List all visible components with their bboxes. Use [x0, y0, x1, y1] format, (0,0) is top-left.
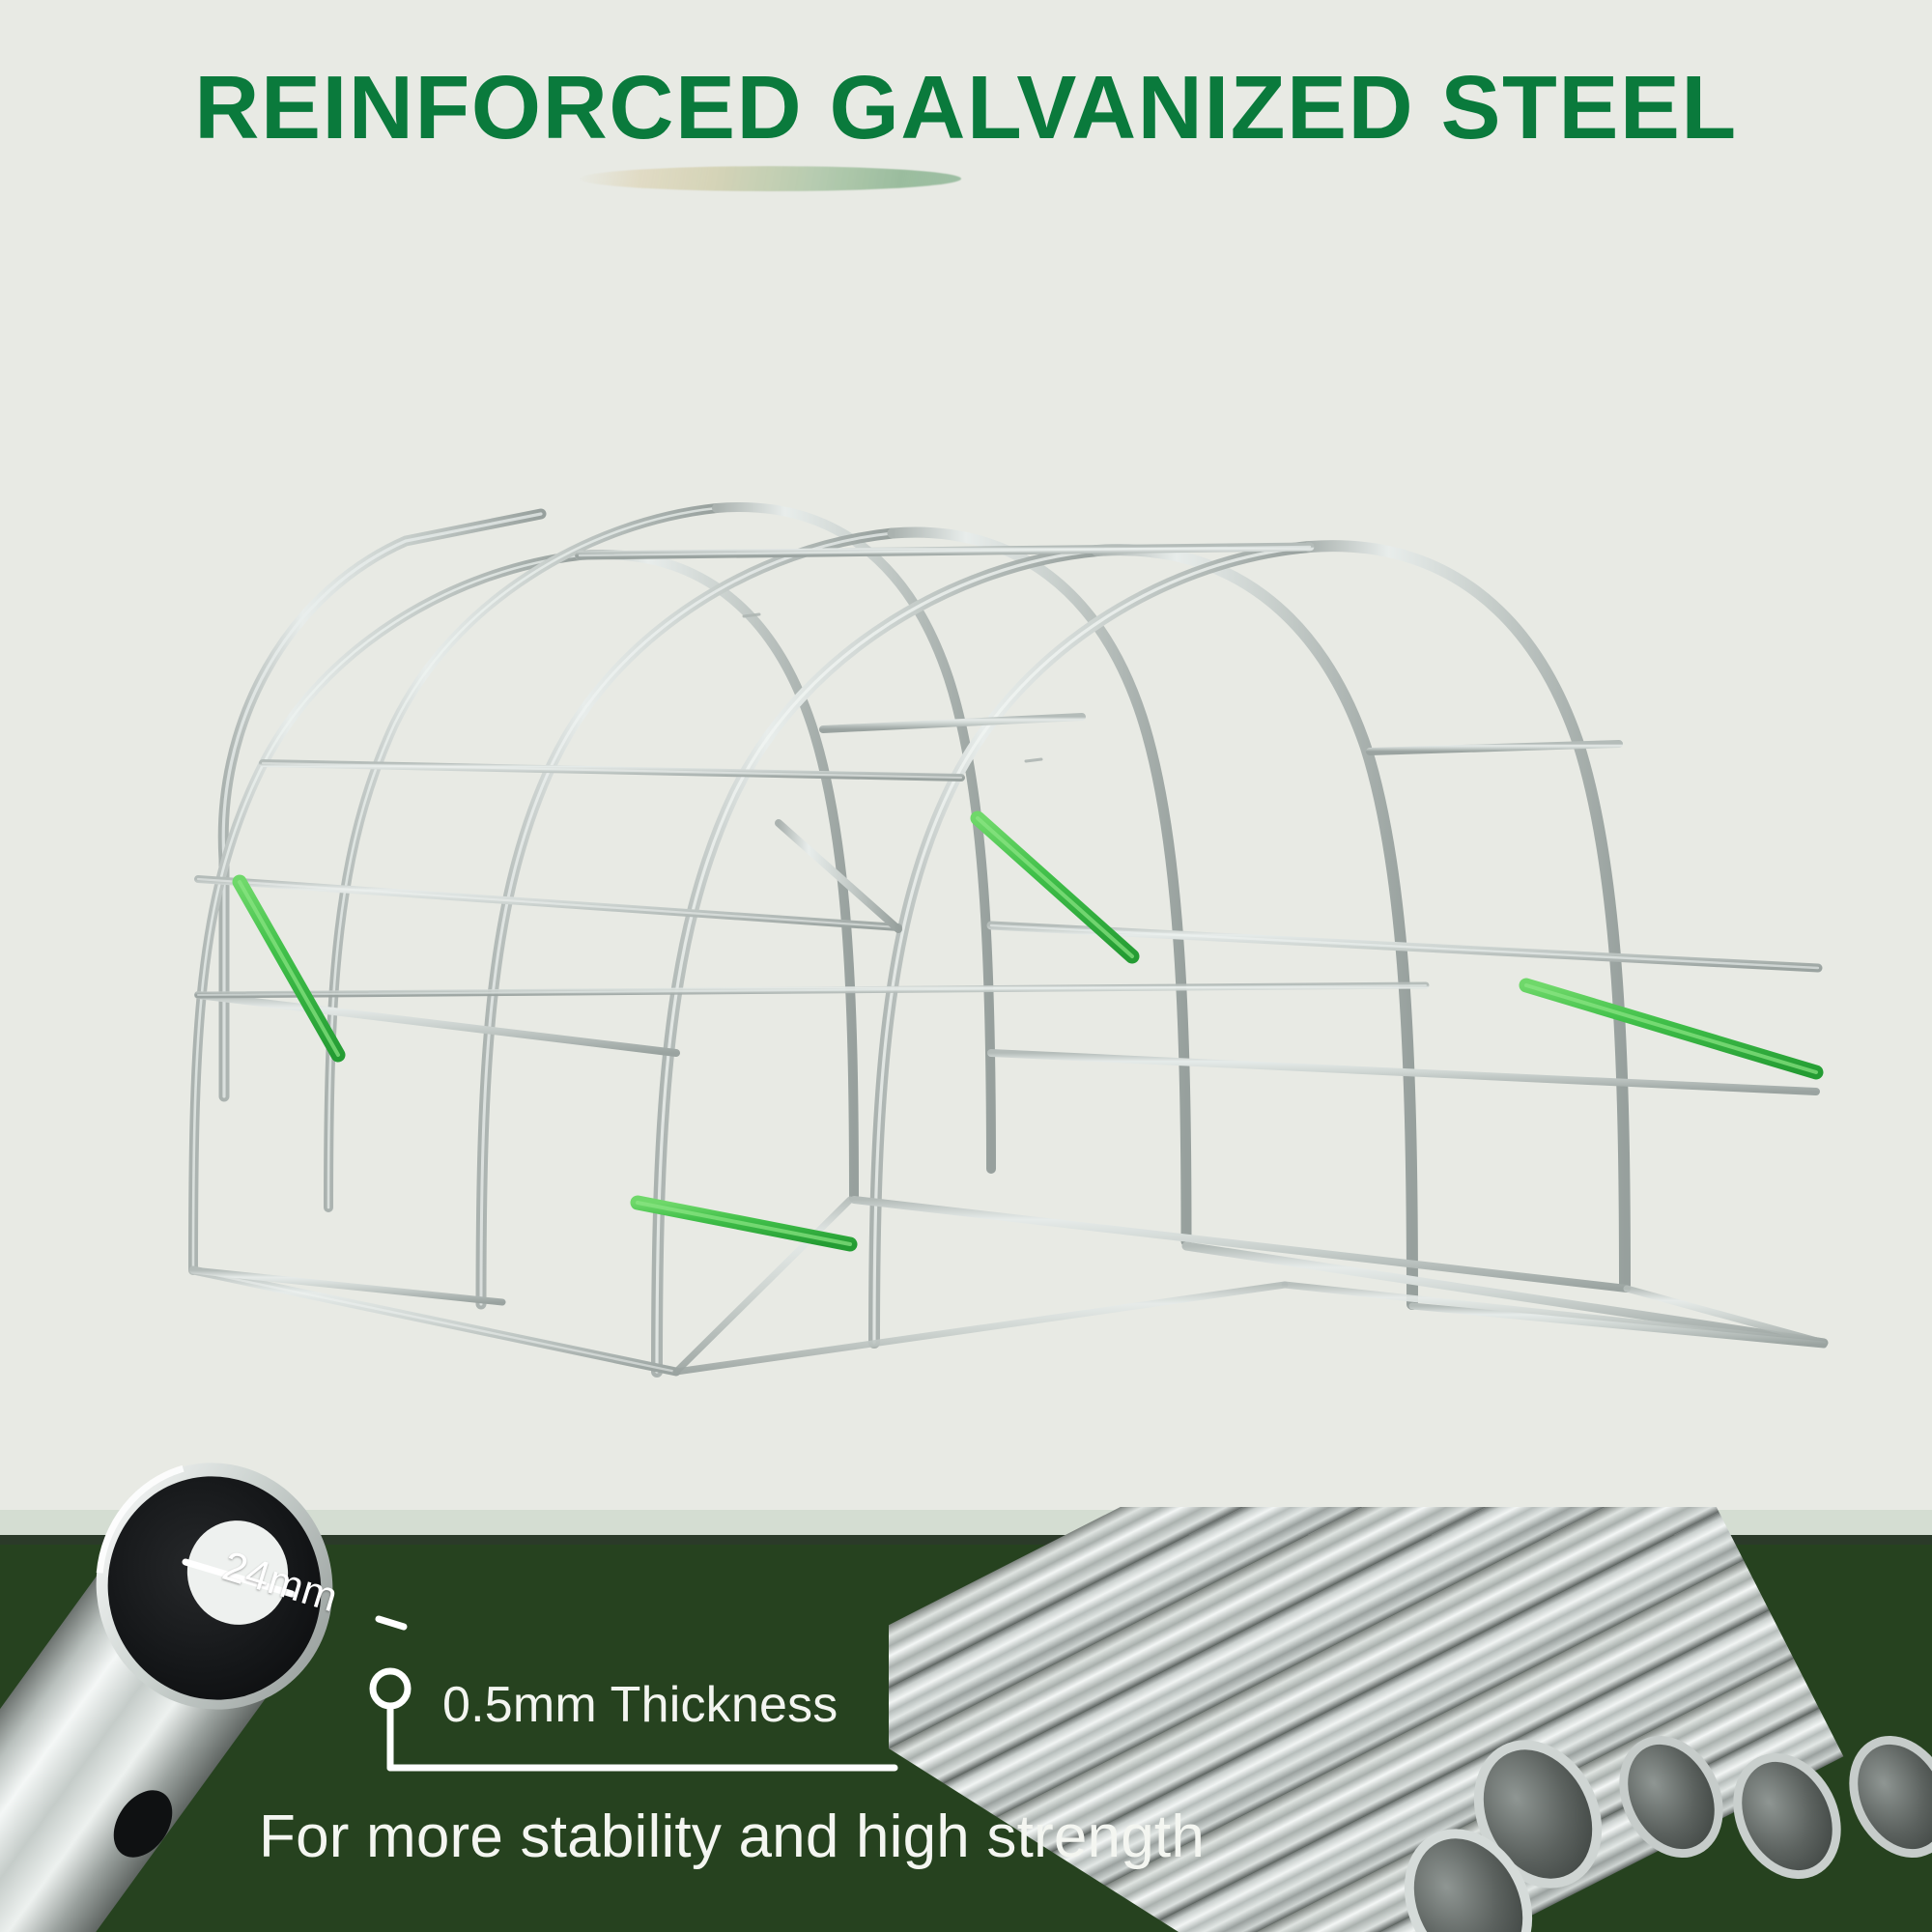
green-brace-group	[232, 810, 1824, 1252]
greenhouse-frame-illustration	[0, 222, 1932, 1510]
banner-shadow-strip	[0, 1535, 1932, 1545]
header-section: REINFORCED GALVANIZED STEEL	[0, 0, 1932, 222]
thickness-label: 0.5mm Thickness	[442, 1677, 838, 1733]
galvanized-pipe-bundle-photo	[889, 1507, 1932, 1932]
tagline-text: For more stability and high strength	[259, 1804, 1206, 1870]
title-underline-swoosh-icon	[580, 166, 961, 191]
page-title: REINFORCED GALVANIZED STEEL	[194, 57, 1738, 157]
